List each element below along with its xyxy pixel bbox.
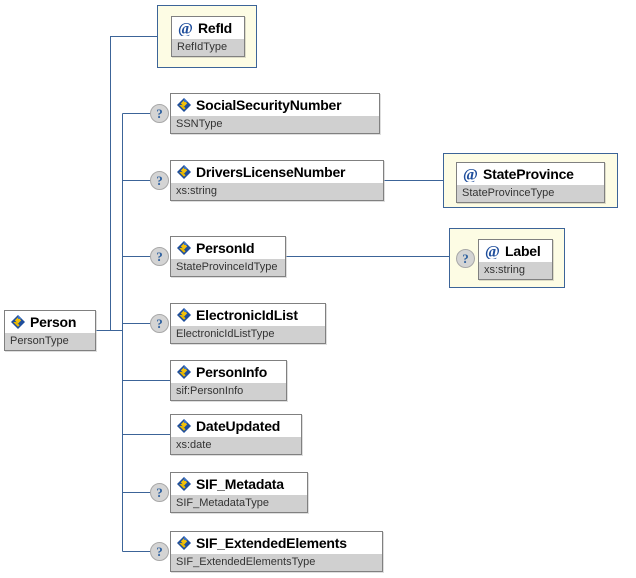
node-personinfo-label: PersonInfo (196, 363, 268, 380)
node-dateupdated-label: DateUpdated (196, 417, 281, 434)
node-electronicidlist-title: ElectronicIdList (171, 304, 325, 325)
node-stateprovince[interactable]: @ StateProvince StateProvinceType (456, 162, 605, 203)
node-sif-extendedelements[interactable]: SIF_ExtendedElements SIF_ExtendedElement… (170, 531, 383, 572)
node-stateprovince-type: StateProvinceType (457, 184, 604, 202)
element-icon (177, 476, 191, 491)
node-driverslicensenumber-title: DriversLicenseNumber (171, 161, 383, 182)
node-sif-metadata-title: SIF_Metadata (171, 473, 307, 494)
element-icon (177, 418, 191, 433)
node-label-label: Label (505, 242, 541, 259)
node-refid-label: RefId (198, 19, 233, 36)
optional-question-icon-electronicidlist: ? (150, 314, 169, 333)
svg-text:@: @ (485, 243, 500, 259)
node-sif-metadata-label: SIF_Metadata (196, 475, 284, 492)
node-personinfo-type: sif:PersonInfo (171, 382, 286, 400)
node-label-type: xs:string (479, 261, 552, 279)
element-icon (177, 307, 191, 322)
node-refid-type: RefIdType (172, 38, 244, 56)
node-stateprovince-label: StateProvince (483, 165, 574, 182)
node-sif-metadata-type: SIF_MetadataType (171, 494, 307, 512)
element-icon (177, 535, 191, 550)
attribute-icon: @ (463, 166, 478, 182)
optional-question-icon-personid: ? (150, 247, 169, 266)
node-sif-extendedelements-label: SIF_ExtendedElements (196, 534, 347, 551)
node-electronicidlist-type: ElectronicIdListType (171, 325, 325, 343)
optional-question-icon-driverslicensenumber: ? (150, 171, 169, 190)
node-personid-title: PersonId (171, 237, 285, 258)
attribute-icon: @ (485, 243, 500, 259)
node-socialsecuritynumber-type: SSNType (171, 115, 379, 133)
optional-question-icon-sif-metadata: ? (150, 483, 169, 502)
element-icon (177, 97, 191, 112)
attribute-icon: @ (178, 20, 193, 36)
node-dateupdated-title: DateUpdated (171, 415, 301, 436)
node-sif-extendedelements-title: SIF_ExtendedElements (171, 532, 382, 553)
node-driverslicensenumber-type: xs:string (171, 182, 383, 200)
element-icon (11, 314, 25, 329)
node-dateupdated-type: xs:date (171, 436, 301, 454)
svg-text:@: @ (463, 166, 478, 182)
node-personid-type: StateProvinceIdType (171, 258, 285, 276)
node-sif-extendedelements-type: SIF_ExtendedElementsType (171, 553, 382, 571)
node-socialsecuritynumber-title: SocialSecurityNumber (171, 94, 379, 115)
attribute-panel-label: ? @ Label xs:string (449, 228, 565, 288)
node-personinfo-title: PersonInfo (171, 361, 286, 382)
node-electronicidlist-label: ElectronicIdList (196, 306, 298, 323)
optional-question-icon-label: ? (456, 249, 475, 268)
node-sif-metadata[interactable]: SIF_Metadata SIF_MetadataType (170, 472, 308, 513)
element-icon (177, 240, 191, 255)
node-person-type: PersonType (5, 332, 95, 350)
node-driverslicensenumber[interactable]: DriversLicenseNumber xs:string (170, 160, 384, 201)
node-refid[interactable]: @ RefId RefIdType (171, 16, 245, 57)
node-person-label: Person (30, 313, 77, 330)
svg-text:@: @ (178, 20, 193, 36)
attribute-panel-stateprovince: @ StateProvince StateProvinceType (443, 153, 618, 208)
node-personid-label: PersonId (196, 239, 255, 256)
node-personid[interactable]: PersonId StateProvinceIdType (170, 236, 286, 277)
node-socialsecuritynumber[interactable]: SocialSecurityNumber SSNType (170, 93, 380, 134)
element-icon (177, 164, 191, 179)
node-label[interactable]: @ Label xs:string (478, 239, 553, 280)
node-label-title: @ Label (479, 240, 552, 261)
attribute-panel-refid: @ RefId RefIdType (157, 5, 257, 68)
node-driverslicensenumber-label: DriversLicenseNumber (196, 163, 346, 180)
node-dateupdated[interactable]: DateUpdated xs:date (170, 414, 302, 455)
optional-question-icon-sif-extendedelements: ? (150, 542, 169, 561)
node-electronicidlist[interactable]: ElectronicIdList ElectronicIdListType (170, 303, 326, 344)
node-person[interactable]: Person PersonType (4, 310, 96, 351)
node-refid-title: @ RefId (172, 17, 244, 38)
optional-question-icon-socialsecuritynumber: ? (150, 104, 169, 123)
element-icon (177, 364, 191, 379)
node-person-title: Person (5, 311, 95, 332)
node-personinfo[interactable]: PersonInfo sif:PersonInfo (170, 360, 287, 401)
node-socialsecuritynumber-label: SocialSecurityNumber (196, 96, 342, 113)
node-stateprovince-title: @ StateProvince (457, 163, 604, 184)
